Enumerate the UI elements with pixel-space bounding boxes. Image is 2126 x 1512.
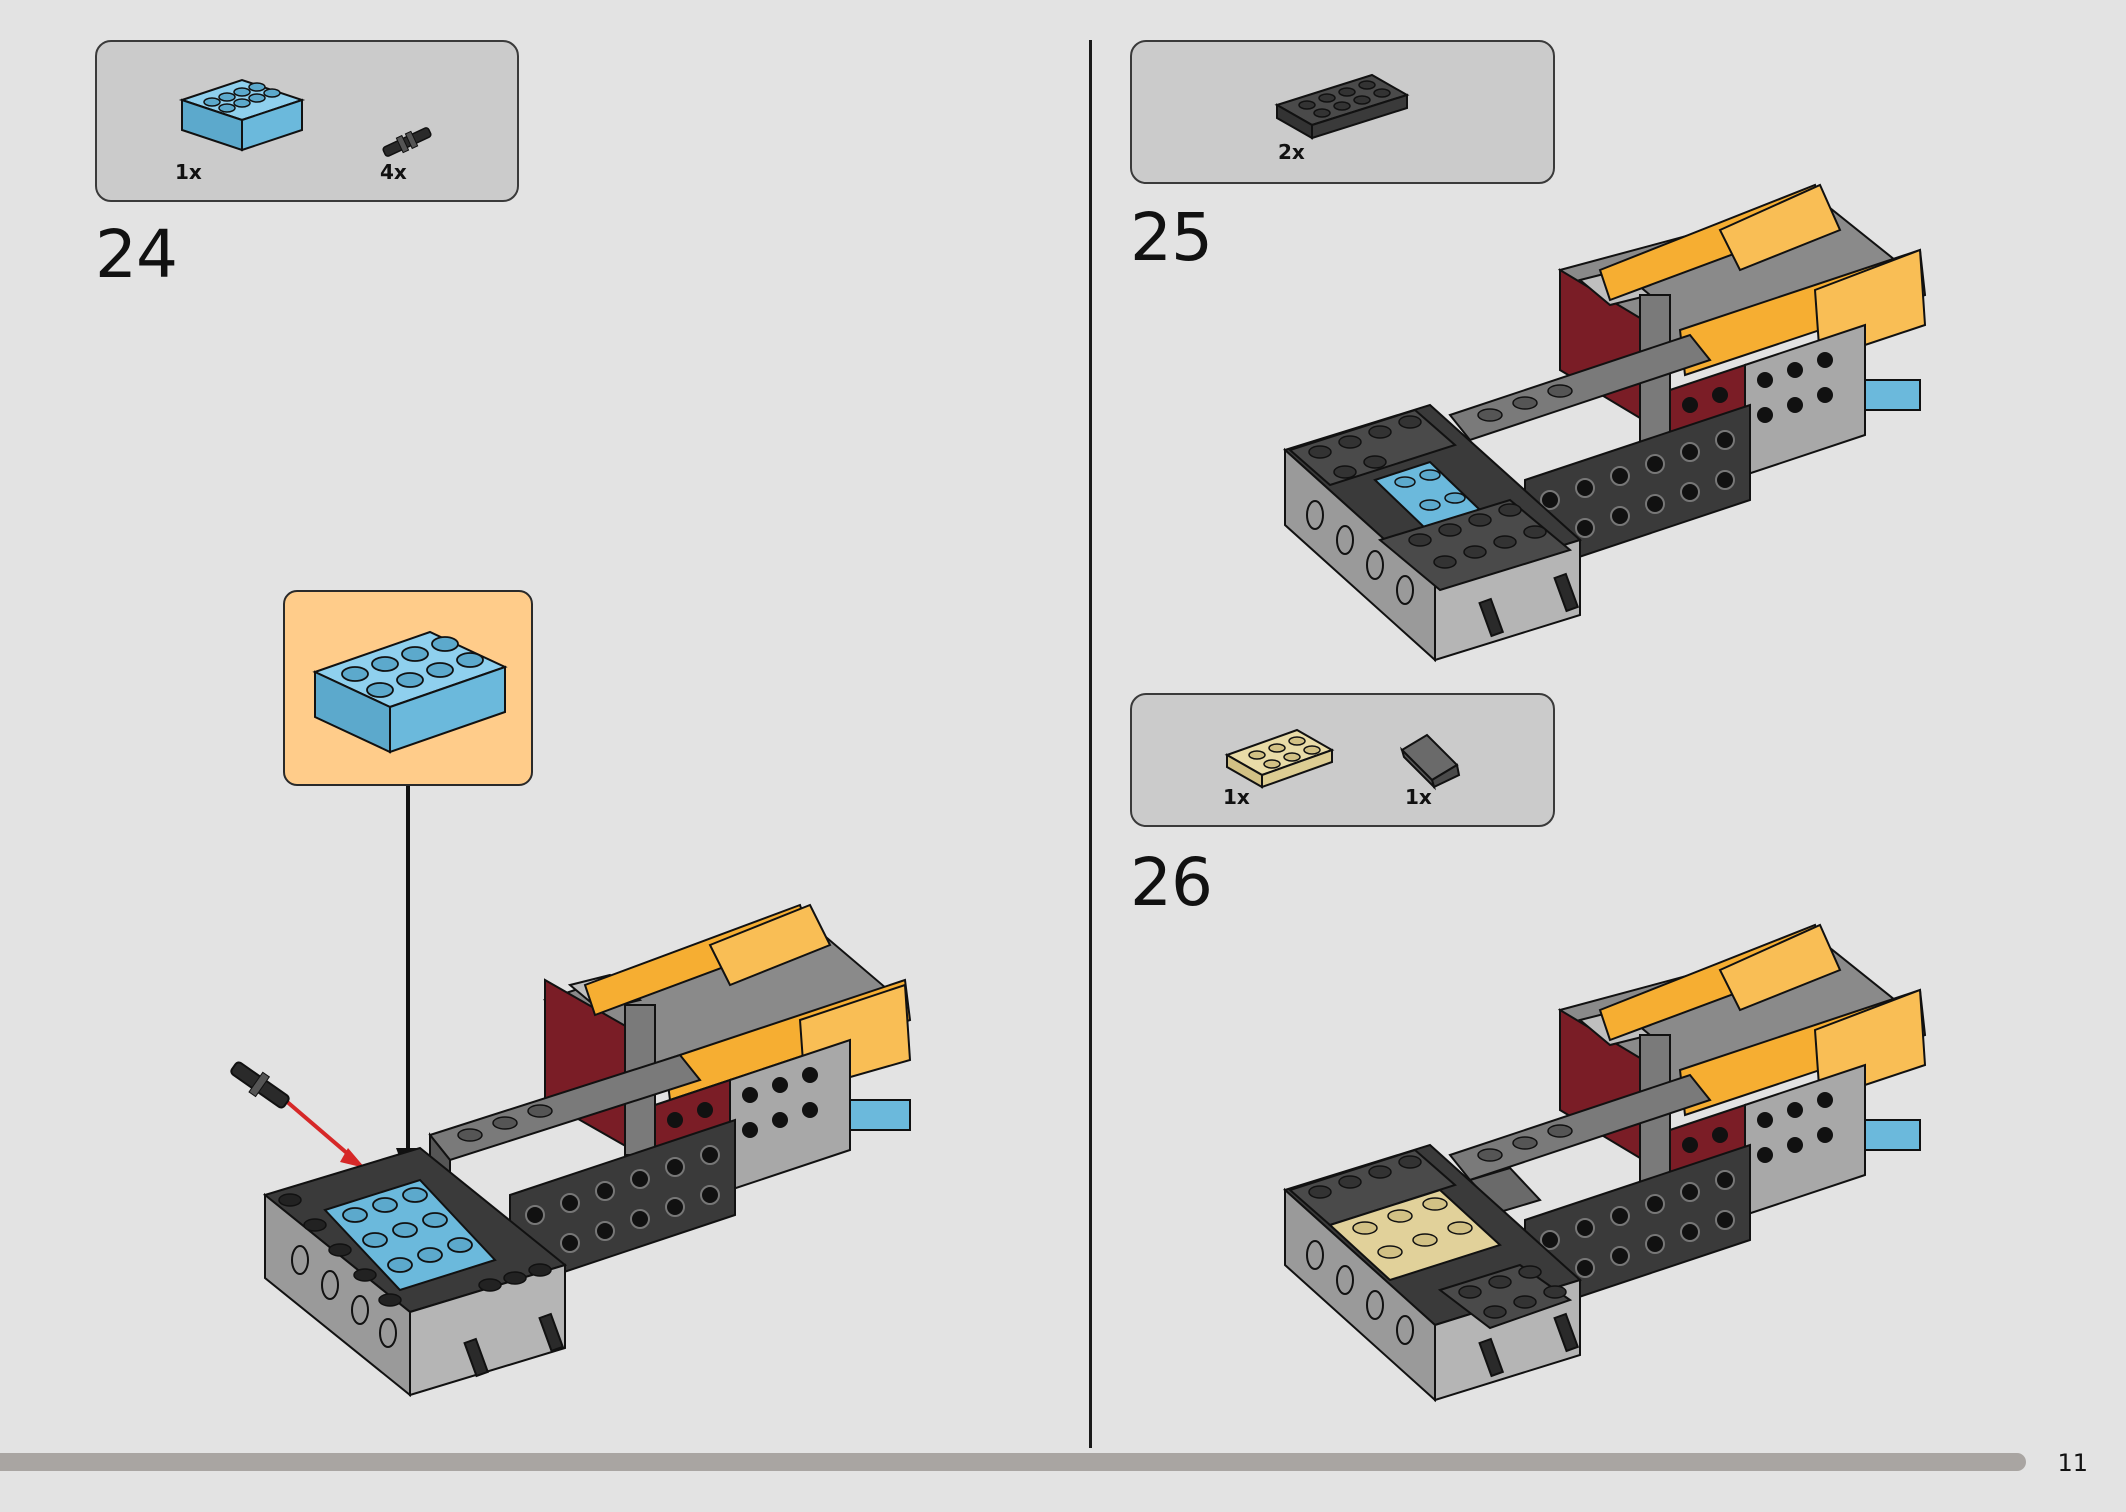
step-number: 26 xyxy=(1130,844,1213,921)
parts-box-step-25: 2x xyxy=(1130,40,1555,184)
step-25-assembly xyxy=(1283,183,1927,663)
qty-label: 2x xyxy=(1278,140,1305,164)
qty-label: 1x xyxy=(1405,785,1432,809)
qty-label: 1x xyxy=(1223,785,1250,809)
axle-pin-icon xyxy=(382,127,432,157)
tan-plate-icon xyxy=(1224,728,1335,789)
sub-assembly-callout xyxy=(283,590,533,786)
page-number: 11 xyxy=(2057,1449,2088,1477)
progress-bar xyxy=(0,1453,2026,1471)
slope-icon xyxy=(1399,733,1461,791)
qty-label: 1x xyxy=(175,160,202,184)
step-number: 24 xyxy=(95,216,178,293)
step-26-assembly xyxy=(1283,923,1927,1403)
light-blue-brick-icon xyxy=(312,630,508,754)
parts-box-step-24: 1x 4x xyxy=(95,40,519,202)
step-number: 25 xyxy=(1130,199,1213,276)
parts-box-step-26: 1x 1x xyxy=(1130,693,1555,827)
page-divider xyxy=(1089,40,1092,1448)
qty-label: 4x xyxy=(380,160,407,184)
black-plate-icon xyxy=(1274,73,1410,140)
light-blue-brick-icon xyxy=(178,78,306,152)
step-24-assembly xyxy=(230,786,912,1398)
